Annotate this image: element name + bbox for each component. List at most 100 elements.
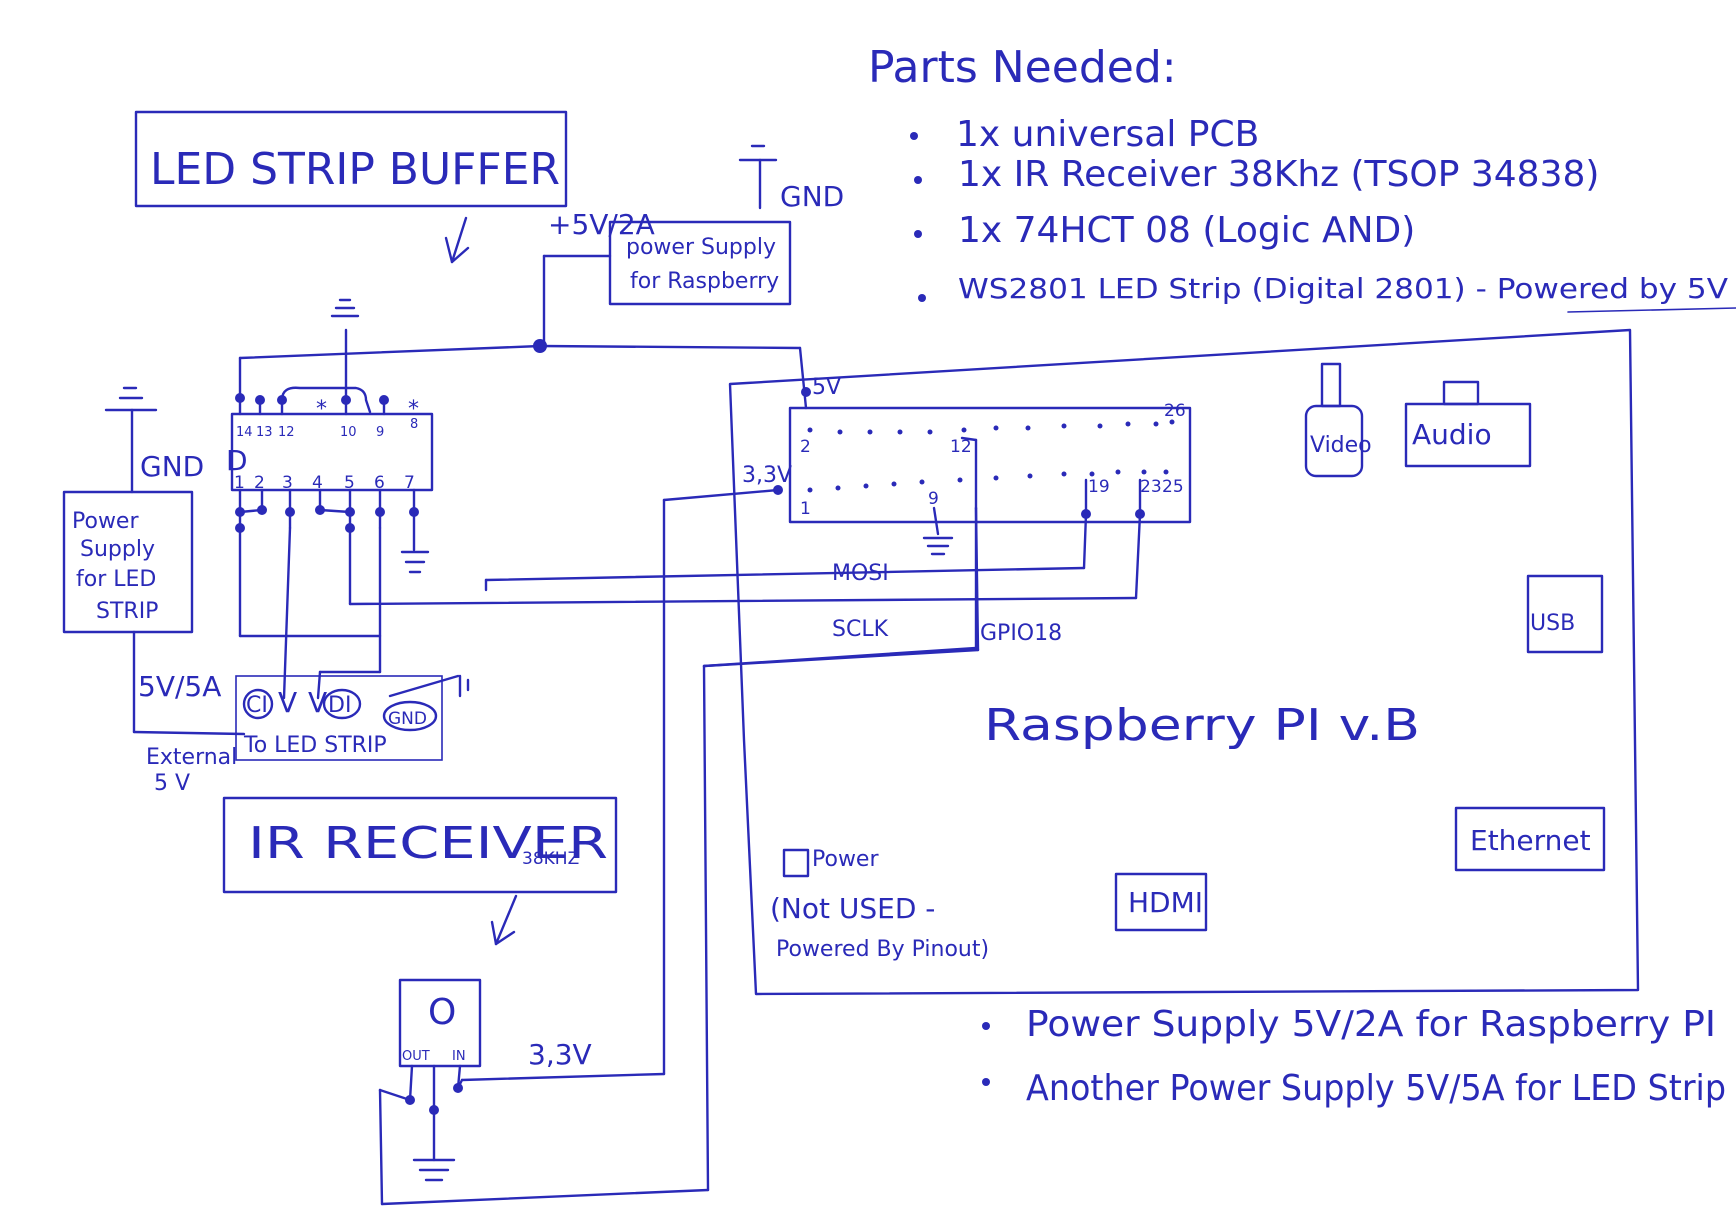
psu-led-line1: Power xyxy=(72,509,139,534)
gpio-pins-top-row xyxy=(807,419,1175,435)
video-label: Video xyxy=(1310,433,1372,458)
psu-led-box xyxy=(62,490,194,634)
hdmi-port: HDMI xyxy=(1114,872,1208,932)
ir-title-box xyxy=(222,796,618,894)
psu-rpi-voltage: +5V/2A xyxy=(548,208,655,241)
led-strip-connector xyxy=(235,675,443,761)
parts-heading: Parts Needed: xyxy=(868,42,1177,93)
svg-text:D: D xyxy=(226,444,248,477)
chip-pin-5: 5 xyxy=(344,473,355,493)
ground-symbol-icon xyxy=(400,550,430,574)
svg-text:V: V xyxy=(278,686,297,719)
chip-pin-2: 2 xyxy=(254,473,265,493)
chip-pin-7: 7 xyxy=(404,473,415,493)
gpio-header xyxy=(788,406,1192,524)
gpio-pin-26: 26 xyxy=(1164,401,1186,421)
psu-led-line3: for LED xyxy=(76,567,156,592)
gpio-pin-19: 19 xyxy=(1088,477,1110,497)
psu-rpi-line1: power Supply xyxy=(626,235,776,260)
chip-pin-6: 6 xyxy=(374,473,385,493)
raspberry-pi-board xyxy=(728,328,1640,996)
chip-pin-14: 14 xyxy=(236,425,253,440)
ground-symbol-icon xyxy=(738,144,778,210)
gnd-terminal xyxy=(382,700,438,732)
svg-text:*: * xyxy=(408,397,419,422)
ir-lens: O xyxy=(428,992,456,1033)
svg-text:*: * xyxy=(316,397,327,422)
audio-label: Audio xyxy=(1412,418,1492,451)
strip-gnd-label: GND xyxy=(388,709,427,729)
power-port-label: Power xyxy=(812,847,879,872)
parts-item-strip: WS2801 LED Strip (Digital 2801) - Powere… xyxy=(958,272,1728,305)
video-port: Video xyxy=(1304,362,1372,478)
ir-arrow-icon xyxy=(490,894,518,946)
chip-pin-8: 8 xyxy=(410,417,418,432)
chip-pin-4: 4 xyxy=(312,473,323,493)
not-used-line1: (Not USED - xyxy=(770,892,935,925)
not-used-line2: Powered By Pinout) xyxy=(776,937,989,962)
gpio18-label: GPIO18 xyxy=(980,621,1062,646)
ground-symbol-icon xyxy=(104,386,158,412)
sclk-label: SCLK xyxy=(832,617,889,642)
to-led-strip: To LED STRIP xyxy=(243,733,387,758)
parts-item-logic: 1x 74HCT 08 (Logic AND) xyxy=(958,210,1415,251)
psu-rpi-line2: for Raspberry xyxy=(630,269,779,294)
parts-item-pcb: 1x universal PCB xyxy=(956,114,1259,155)
chip-74hct08 xyxy=(230,412,434,492)
ir-title: IR RECEIVER xyxy=(248,818,608,869)
audio-port: Audio xyxy=(1404,380,1532,468)
supply-item-rpi: Power Supply 5V/2A for Raspberry PI xyxy=(1026,1004,1716,1045)
psu-rpi-box xyxy=(608,220,792,306)
mosi-label: MOSI xyxy=(832,561,889,586)
gpio-pin-12: 12 xyxy=(950,437,972,457)
gpio-pins-bottom-row xyxy=(807,469,1169,493)
buffer-arrow-icon xyxy=(444,216,470,264)
parts-item-ir: 1x IR Receiver 38Khz (TSOP 34838) xyxy=(958,154,1599,195)
chip-pin-12: 12 xyxy=(278,425,295,440)
power-port: Power xyxy=(782,847,879,878)
rpi-33v-label: 3,3V xyxy=(742,463,792,488)
chip-pin-9: 9 xyxy=(376,425,384,440)
chip-pin-3: 3 xyxy=(282,473,293,493)
psu-led-rating: 5V/5A xyxy=(138,670,221,703)
gpio-pin-25: 25 xyxy=(1162,477,1184,497)
ir-receiver-body xyxy=(398,978,482,1068)
chip-pins-top: 14 13 12 10 9 8 xyxy=(236,417,418,440)
ground-symbol-icon xyxy=(412,1158,456,1182)
chip-pin-10: 10 xyxy=(340,425,357,440)
ci-label: CI xyxy=(246,693,268,718)
ir-33v-label: 3,3V xyxy=(528,1038,592,1071)
gpio-pin-1: 1 xyxy=(800,499,811,519)
buffer-title: LED STRIP BUFFER xyxy=(150,144,560,195)
psu-led-gnd: GND xyxy=(140,450,204,483)
gpio-pin-23: 23 xyxy=(1140,477,1162,497)
ground-symbol-icon xyxy=(922,536,954,556)
ir-out-label: OUT xyxy=(402,1049,430,1064)
usb-port: USB xyxy=(1526,574,1604,654)
chip-pin-1: 1 xyxy=(234,473,245,493)
ethernet-port: Ethernet xyxy=(1454,806,1606,872)
supply-item-led: Another Power Supply 5V/5A for LED Strip xyxy=(1026,1068,1726,1109)
di-terminal xyxy=(322,688,362,720)
external-line2: 5 V xyxy=(154,771,190,796)
gpio-pin-2: 2 xyxy=(800,437,811,457)
ir-in-label: IN xyxy=(452,1049,466,1064)
rpi-title: Raspberry PI v.B xyxy=(984,700,1420,751)
ethernet-label: Ethernet xyxy=(1470,824,1591,857)
hdmi-label: HDMI xyxy=(1128,886,1203,919)
psu-led-line4: STRIP xyxy=(96,599,158,624)
rpi-5v-label: 5V xyxy=(812,375,841,400)
chip-pins-bottom: 1 2 3 4 5 6 7 xyxy=(234,473,415,493)
usb-label: USB xyxy=(1530,611,1575,636)
ir-freq: 38KHZ xyxy=(522,849,579,869)
di-label: DI xyxy=(328,693,351,718)
ci-terminal xyxy=(242,688,274,720)
external-line1: External xyxy=(146,745,237,770)
psu-rpi-gnd: GND xyxy=(780,180,844,213)
gpio-pin-9: 9 xyxy=(928,489,939,509)
svg-text:V: V xyxy=(308,686,327,719)
chip-pin-13: 13 xyxy=(256,425,273,440)
buffer-title-box xyxy=(134,110,568,208)
psu-led-line2: Supply xyxy=(80,537,155,562)
